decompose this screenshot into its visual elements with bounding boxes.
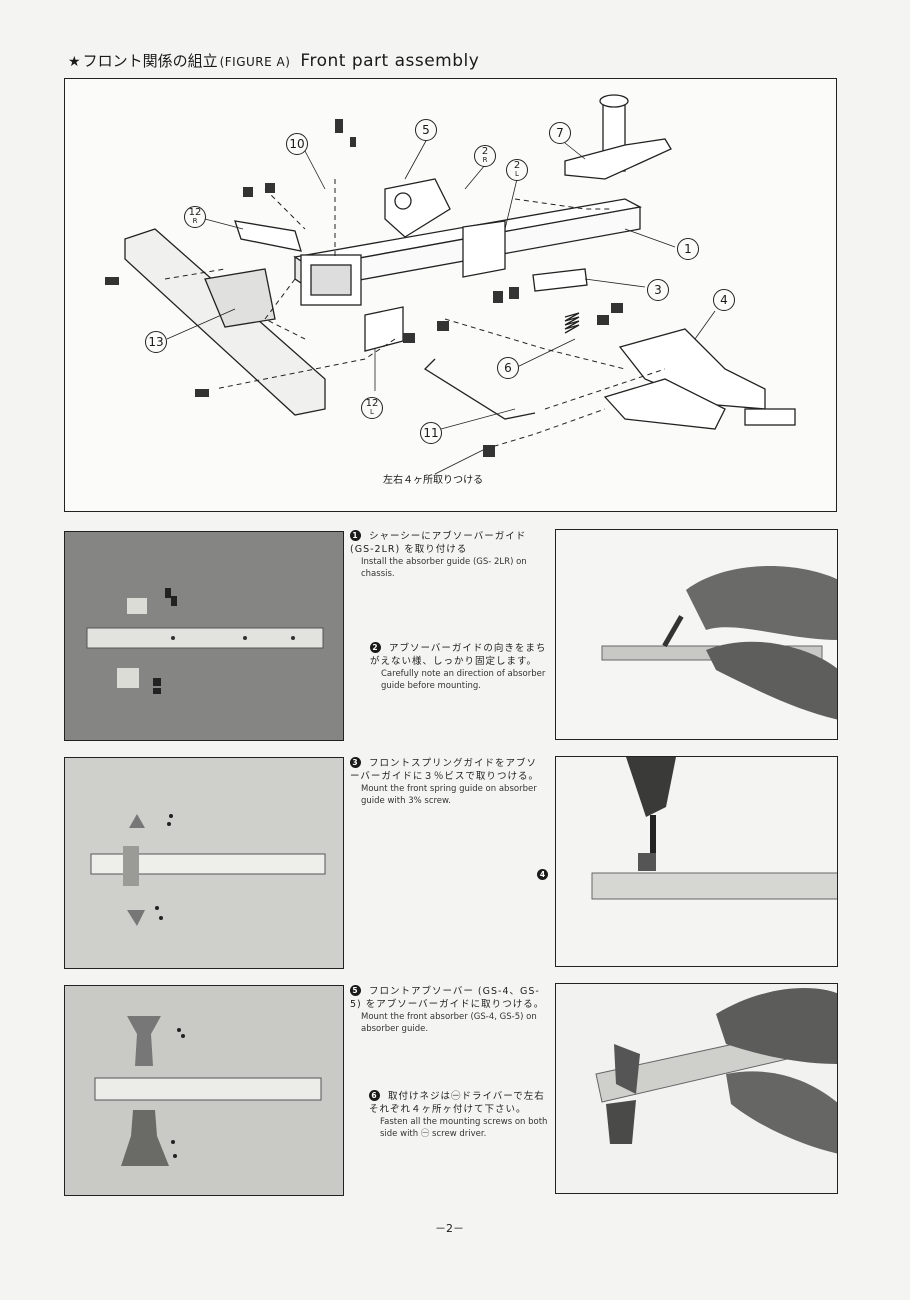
page-title: ★フロント関係の組立(FIGURE A) Front part assembly: [68, 50, 479, 71]
title-jp: フロント関係の組立: [82, 52, 218, 70]
step-6-number: 6: [369, 1090, 380, 1101]
step-2-jp: アブソーバーガイドの向きをまちがえない様、しっかり固定します。: [370, 643, 547, 667]
callout-13: 13: [145, 331, 167, 353]
callout-1: 1: [677, 238, 699, 260]
photo-step5: [64, 985, 344, 1196]
step-1-number: 1: [350, 530, 361, 541]
star-icon: ★: [68, 54, 81, 70]
step-3-jp: フロントスプリングガイドをアブソーバーガイドに３％ビスで取りつける。: [350, 758, 540, 782]
callout-12L-num: 12: [365, 398, 379, 409]
photo-step6: [555, 983, 838, 1194]
step-5-number: 5: [350, 985, 361, 996]
callout-12L-sub: L: [370, 408, 374, 416]
step-4-marker: 4: [537, 869, 548, 882]
callout-11: 11: [420, 422, 442, 444]
callout-3: 3: [647, 279, 669, 301]
callout-5: 5: [415, 119, 437, 141]
callout-2R-num: 2: [481, 146, 489, 157]
figure-label: (FIGURE A): [219, 55, 291, 69]
step-1-en: Install the absorber guide (GS- 2LR) on …: [361, 557, 527, 579]
photo-step4: [555, 756, 838, 967]
step-3-en: Mount the front spring guide on absorber…: [361, 784, 537, 806]
photo-step2: [555, 529, 838, 740]
step-3-number: 3: [350, 757, 361, 768]
step-2-en: Carefully note an direction of absorber …: [381, 669, 546, 691]
callout-12R-num: 12: [188, 207, 202, 218]
callout-7: 7: [549, 122, 571, 144]
step-4-number: 4: [537, 869, 548, 880]
step-6-jp: 取付けネジは㊀ドライバーで左右それぞれ４ヶ所ヶ付けて下さい。: [369, 1091, 545, 1115]
callout-2R-sub: R: [482, 156, 488, 164]
step-6-en: Fasten all the mounting screws on both s…: [380, 1117, 548, 1139]
photo-step1: [64, 531, 344, 741]
step-5-en: Mount the front absorber (GS-4, GS-5) on…: [361, 1012, 537, 1034]
callout-12R-sub: R: [192, 217, 198, 225]
callout-2L-num: 2: [513, 160, 521, 171]
assembly-drawing: [105, 94, 796, 475]
page-number: －2－: [435, 1222, 464, 1235]
callout-2L-sub: L: [515, 170, 519, 178]
photo-step3: [64, 757, 344, 969]
callout-10: 10: [286, 133, 308, 155]
step-5-jp: フロントアブソーバー (GS-4、GS-5) をアブソーバーガイドに取りつける。: [350, 986, 545, 1010]
callout-4: 4: [713, 289, 735, 311]
diagram-note: 左右４ヶ所取りつける: [383, 475, 484, 486]
title-en: Front part assembly: [300, 51, 480, 71]
callout-6: 6: [497, 357, 519, 379]
step-1-jp: シャーシーにアブソーバーガイド(GS-2LR) を取り付ける: [350, 531, 527, 555]
step-2-number: 2: [370, 642, 381, 653]
